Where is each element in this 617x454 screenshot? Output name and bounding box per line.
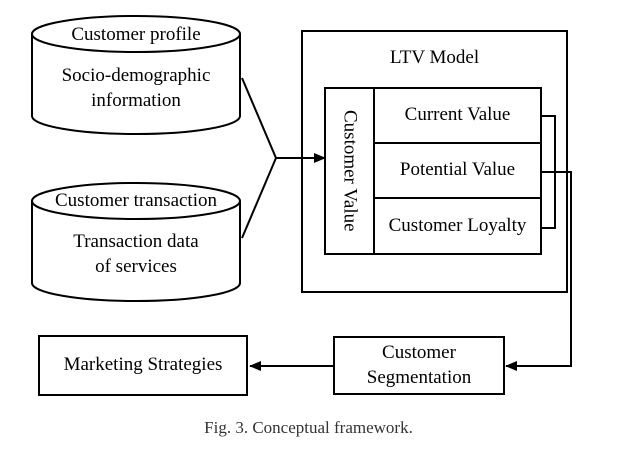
customer-transaction-title: Customer transaction bbox=[55, 190, 217, 211]
customer-profile-database bbox=[31, 15, 241, 135]
figure-caption: Fig. 3. Conceptual framework. bbox=[204, 418, 413, 437]
potential-value-cell: Potential Value bbox=[399, 159, 516, 180]
marketing-strategies-label: Marketing Strategies bbox=[63, 354, 223, 375]
customer-transaction-line2: of services bbox=[95, 256, 177, 277]
ltv-model-title: LTV Model bbox=[389, 47, 480, 68]
customer-loyalty-cell: Customer Loyalty bbox=[388, 215, 527, 236]
customer-profile-line1: Socio-demographic bbox=[61, 65, 211, 86]
segmentation-line2: Segmentation bbox=[366, 367, 472, 388]
customer-profile-line2: information bbox=[91, 90, 181, 111]
customer-transaction-line1: Transaction data bbox=[73, 231, 199, 252]
potential-to-segmentation-arrow bbox=[505, 171, 572, 371]
customer-value-label: Customer Value bbox=[339, 110, 361, 232]
transaction-connector bbox=[241, 157, 277, 239]
marketing-strategies-box bbox=[38, 335, 248, 396]
profile-connector bbox=[241, 77, 277, 159]
segmentation-line1: Customer bbox=[382, 342, 456, 363]
ltv-model-box bbox=[301, 30, 568, 293]
customer-profile-title: Customer profile bbox=[71, 24, 201, 45]
current-value-cell: Current Value bbox=[404, 104, 511, 125]
customer-transaction-database bbox=[31, 182, 241, 302]
